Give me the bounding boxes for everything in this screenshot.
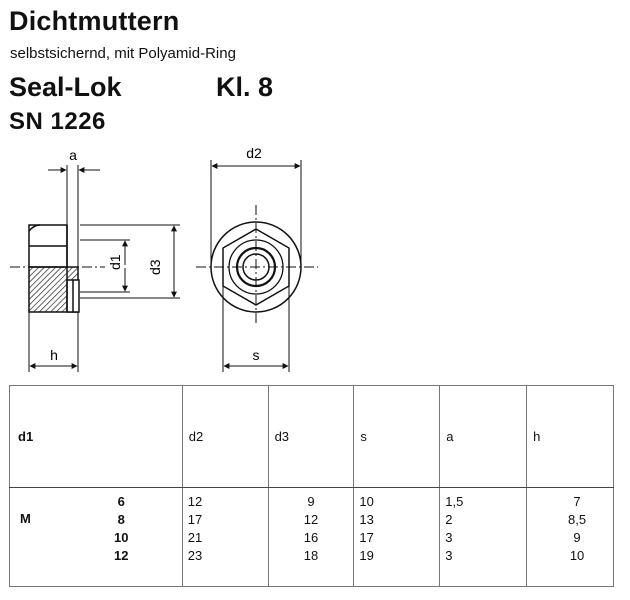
- label-d3: d3: [147, 259, 163, 275]
- s-value: 10: [359, 494, 374, 509]
- product-name: Seal-Lok: [9, 72, 122, 102]
- column-header-d2: d2: [181, 385, 269, 488]
- label-h: h: [50, 347, 58, 363]
- label-a: a: [69, 147, 77, 163]
- a-cell: 1,5 2 3 3: [439, 487, 528, 587]
- h-cell: 7 8,5 9 10: [526, 487, 614, 587]
- a-value: 1,5: [445, 494, 464, 509]
- column-header-d1: d1: [9, 385, 183, 488]
- label-d2: d2: [246, 145, 262, 161]
- d3-value: 12: [303, 512, 319, 527]
- d2-value: 23: [187, 548, 203, 563]
- column-header-d3: d3: [267, 385, 355, 488]
- dimension-d1: [80, 239, 130, 293]
- d2-value: 12: [187, 494, 203, 509]
- h-value: 9: [573, 530, 581, 545]
- dimension-h: [28, 312, 79, 372]
- dimension-d2: [210, 160, 302, 265]
- d2-value: 21: [187, 530, 203, 545]
- s-value: 19: [359, 548, 374, 563]
- d3-value: 16: [303, 530, 319, 545]
- a-value: 3: [445, 530, 453, 545]
- a-value: 3: [445, 548, 453, 563]
- dimension-a: [48, 165, 100, 280]
- nut-side-view: [28, 224, 80, 313]
- d3-value: 18: [303, 548, 319, 563]
- s-cell: 10 13 17 19: [353, 487, 441, 587]
- size-value: 10: [114, 530, 129, 545]
- page-title: Dichtmuttern: [9, 6, 180, 36]
- column-header-s: s: [353, 385, 441, 488]
- table-body-row: M 6 8 10 12 12 17 21 23 9 12 16: [9, 487, 614, 587]
- standard-number: SN 1226: [9, 108, 106, 135]
- nut-front-view: [196, 205, 318, 325]
- d3-value: 9: [307, 494, 315, 509]
- s-value: 17: [359, 530, 374, 545]
- size-value: 12: [114, 548, 129, 563]
- s-value: 13: [359, 512, 374, 527]
- page-subtitle: selbstsichernd, mit Polyamid-Ring: [10, 45, 236, 62]
- size-value: 8: [117, 512, 125, 527]
- thread-prefix: M: [20, 511, 31, 526]
- dimension-table: d1 d2 d3 s a h M 6 8 10 12 12 17 21 23: [9, 385, 614, 587]
- h-value: 10: [569, 548, 585, 563]
- a-value: 2: [445, 512, 453, 527]
- d3-cell: 9 12 16 18: [267, 487, 355, 587]
- dimension-s: [222, 286, 290, 372]
- technical-drawing: a d1 d3 h d2: [10, 145, 318, 372]
- size-value: 6: [117, 494, 125, 509]
- d2-cell: 12 17 21 23: [181, 487, 269, 587]
- h-value: 8,5: [568, 512, 587, 527]
- h-value: 7: [573, 494, 581, 509]
- column-header-a: a: [439, 385, 528, 488]
- property-class: Kl. 8: [216, 72, 274, 102]
- table-header-row: d1 d2 d3 s a h: [9, 385, 614, 488]
- column-header-h: h: [526, 385, 614, 488]
- size-cell: M 6 8 10 12: [9, 487, 183, 587]
- label-s: s: [253, 347, 260, 363]
- dimension-d3: [80, 224, 180, 299]
- label-d1: d1: [107, 254, 123, 270]
- d2-value: 17: [187, 512, 203, 527]
